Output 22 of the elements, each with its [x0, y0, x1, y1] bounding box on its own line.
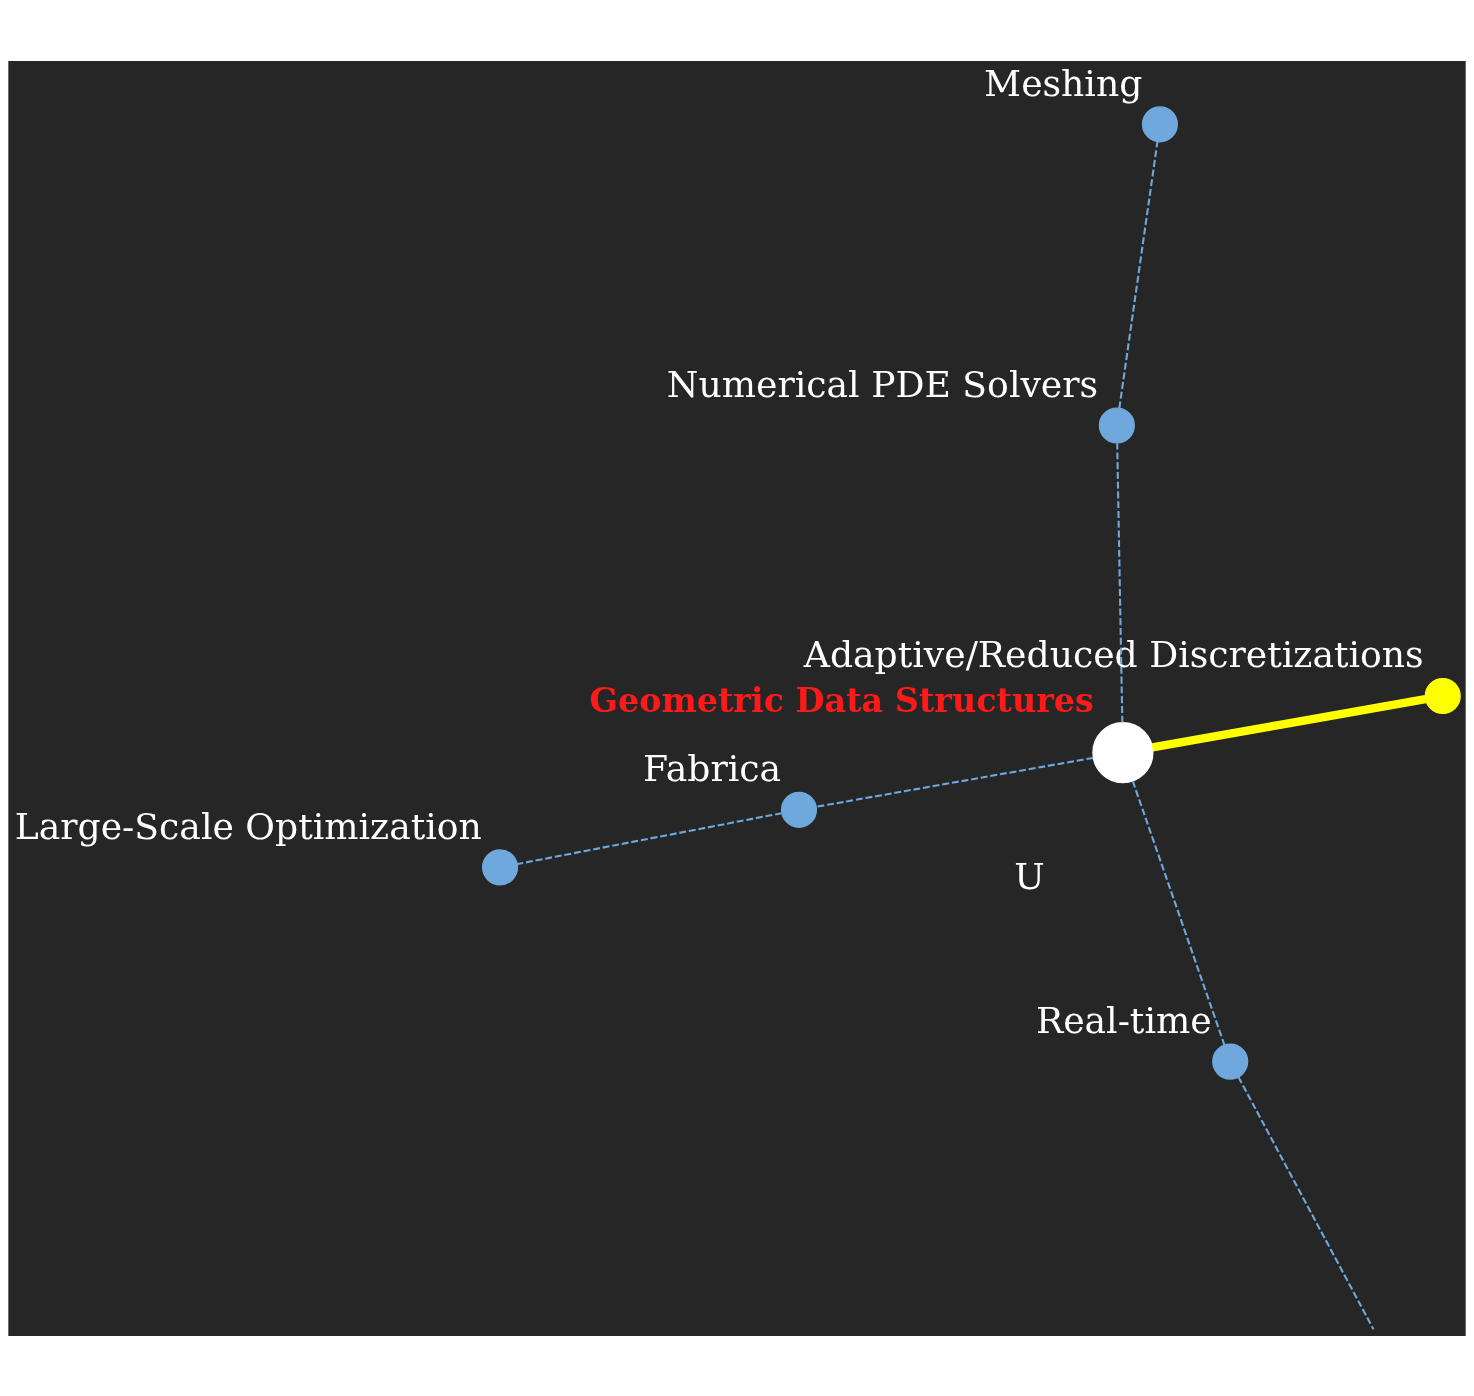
- node-circle: [1098, 406, 1135, 444]
- node-circle: [1212, 1043, 1249, 1080]
- connector: [517, 811, 782, 865]
- node-circle: [1092, 721, 1154, 783]
- node-label: Fabrica: [643, 746, 782, 790]
- node-label: Numerical PDE Solvers: [666, 362, 1099, 406]
- label: U: [1014, 854, 1045, 898]
- connector: [1131, 780, 1226, 1045]
- connector: [816, 756, 1094, 808]
- node-label: Real-time: [1035, 998, 1212, 1042]
- connector: [1116, 442, 1124, 722]
- connector: [1151, 694, 1427, 751]
- node-label: Adaptive/Reduced Discretizations: [803, 632, 1424, 676]
- node-circle: [1141, 105, 1178, 142]
- connector: [1118, 141, 1159, 408]
- node-circle: [1424, 677, 1461, 714]
- node-label: Meshing: [984, 61, 1143, 104]
- connector: [1237, 1076, 1375, 1330]
- node-label: Geometric Data Structures: [589, 680, 1094, 720]
- node-label: Large-Scale Optimization: [14, 804, 482, 848]
- node-circle: [780, 791, 818, 828]
- node-circle: [482, 848, 519, 885]
